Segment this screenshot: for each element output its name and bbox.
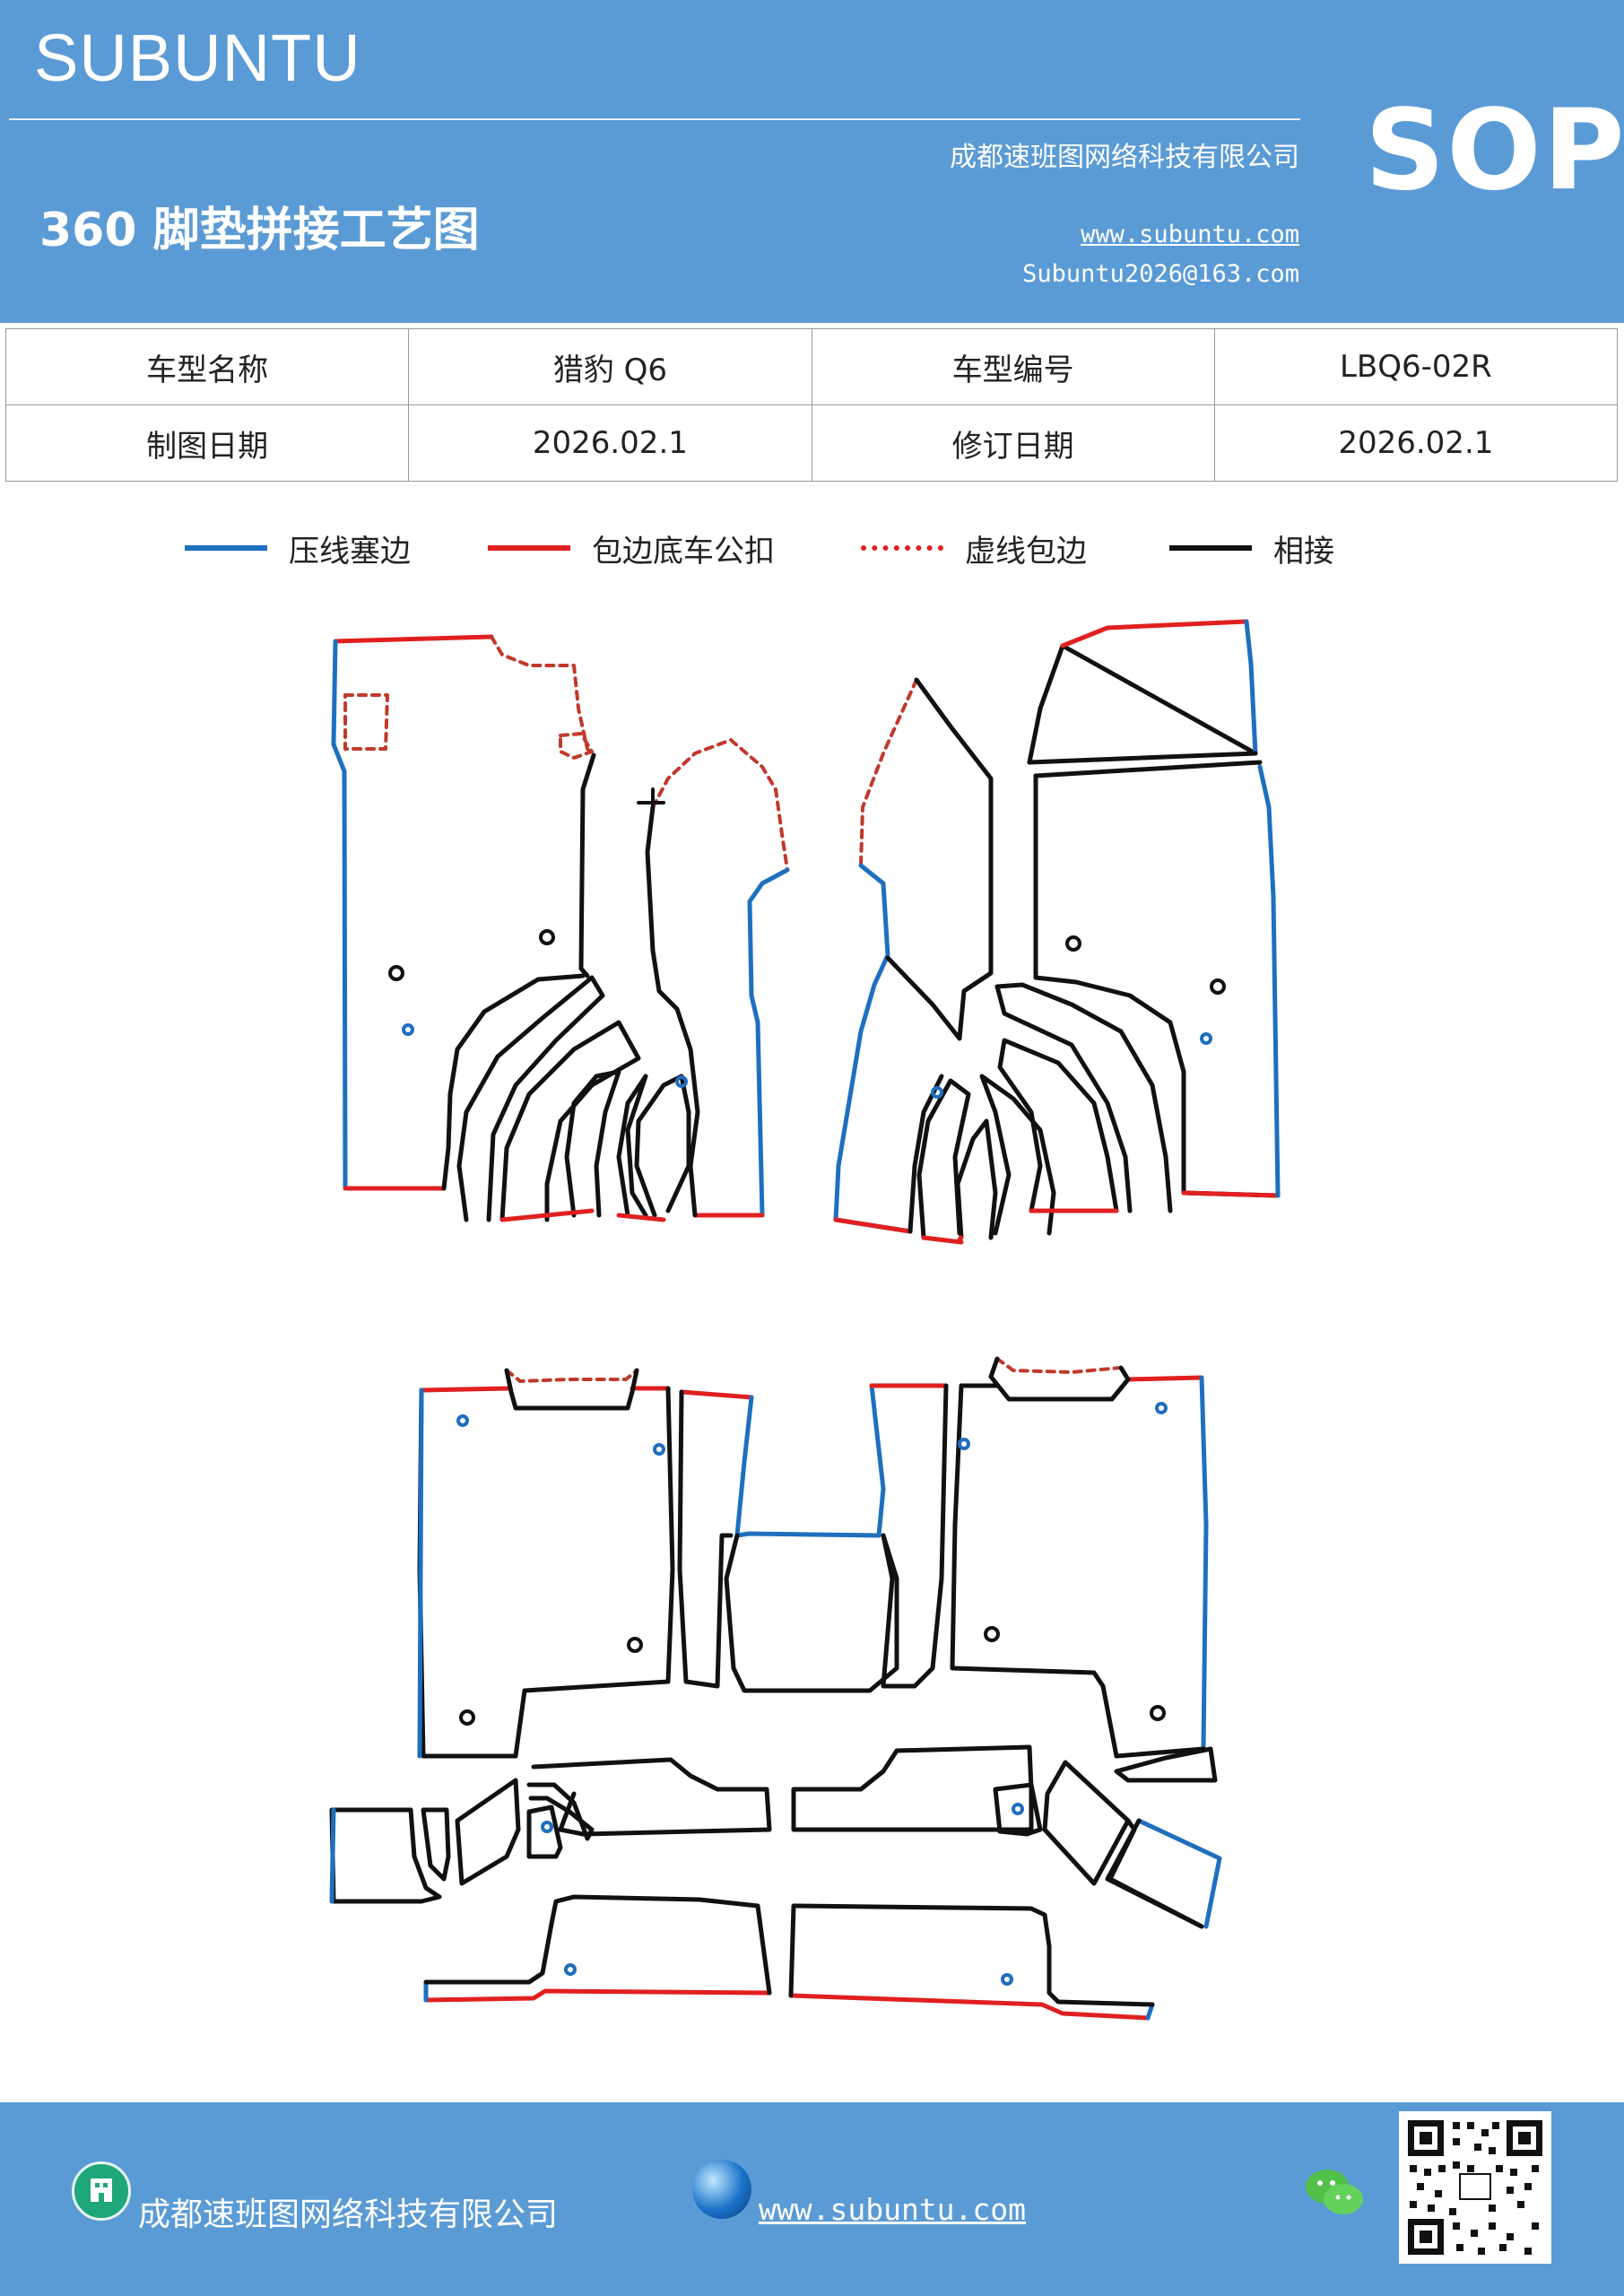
mat-piece-front-right-arches: [916, 982, 1173, 1245]
mat-piece-rear-floor-left: [329, 1757, 772, 1904]
header-banner: SUBUNTU 成都速班图网络科技有限公司 SOP 360 脚垫拼接工艺图 ww…: [0, 0, 1624, 323]
mat-piece-front-left: [331, 634, 596, 1191]
footer-company: 成都速班图网络科技有限公司: [138, 2196, 559, 2233]
vehicle-info-table: 车型名称 猎豹 Q6 车型编号 LBQ6-02R 制图日期 2026.02.1 …: [4, 328, 1619, 482]
mat-piece-front-center-right: [833, 677, 994, 1234]
table-cell: 车型编号: [811, 328, 1215, 405]
header-company: 成都速班图网络科技有限公司: [950, 142, 1299, 173]
table-cell: 猎豹 Q6: [408, 328, 812, 405]
wechat-icon[interactable]: [1302, 2165, 1367, 2219]
brand-name: SUBUNTU: [34, 21, 361, 95]
mat-piece-front-right: [1033, 760, 1281, 1198]
legend-label: 包边底车公扣: [592, 533, 775, 570]
header-divider: [9, 118, 1300, 120]
legend-item-dotted-edge: 虚线包边: [861, 526, 1087, 570]
legend-item-press-line: 压线塞边: [185, 526, 411, 570]
legend-swatch-red: [488, 545, 570, 551]
table-row: 制图日期 2026.02.1 修订日期 2026.02.1: [4, 404, 1619, 482]
legend-swatch-black: [1169, 545, 1252, 551]
table-cell: 制图日期: [4, 404, 410, 482]
mat-piece-trunk-left: [423, 1894, 772, 2003]
mat-piece-rear-floor-right: [791, 1744, 1222, 1929]
building-icon: [72, 2161, 131, 2221]
legend-swatch-dotted-red: [861, 545, 943, 551]
table-cell: 2026.02.1: [408, 404, 812, 482]
legend-label: 相接: [1273, 533, 1334, 570]
table-cell: 2026.02.1: [1213, 404, 1619, 482]
footer-banner: 成都速班图网络科技有限公司 www.subuntu.com: [0, 2102, 1624, 2296]
legend-item-join: 相接: [1169, 526, 1334, 570]
sop-badge: SOP: [1365, 86, 1624, 215]
table-cell: 修订日期: [811, 404, 1215, 482]
mat-piece-rear-right: [950, 1356, 1218, 1783]
mat-piece-front-center-left: [637, 738, 790, 1218]
table-row: 车型名称 猎豹 Q6 车型编号 LBQ6-02R: [4, 328, 1619, 405]
mat-piece-front-right-top: [1027, 619, 1258, 765]
legend-item-edge-buckle: 包边底车公扣: [488, 526, 775, 570]
mat-piece-rear-center: [677, 1383, 949, 1693]
qr-code[interactable]: [1399, 2111, 1551, 2264]
mat-piece-front-left-arches: [456, 975, 691, 1222]
footer-url-link[interactable]: www.subuntu.com: [759, 2192, 1027, 2227]
header-url-link[interactable]: www.subuntu.com: [1081, 221, 1299, 248]
legend-swatch-blue: [185, 545, 267, 551]
globe-icon: [692, 2160, 751, 2219]
mat-piece-trunk-right: [788, 1903, 1155, 2021]
header-email: Subuntu2026@163.com: [1022, 260, 1299, 288]
mat-piece-rear-left: [417, 1368, 675, 1759]
legend-label: 压线塞边: [289, 533, 411, 570]
table-cell: 车型名称: [4, 328, 410, 405]
table-cell: LBQ6-02R: [1213, 328, 1619, 405]
legend-label: 虚线包边: [965, 533, 1087, 570]
page-title: 360 脚垫拼接工艺图: [39, 204, 480, 257]
